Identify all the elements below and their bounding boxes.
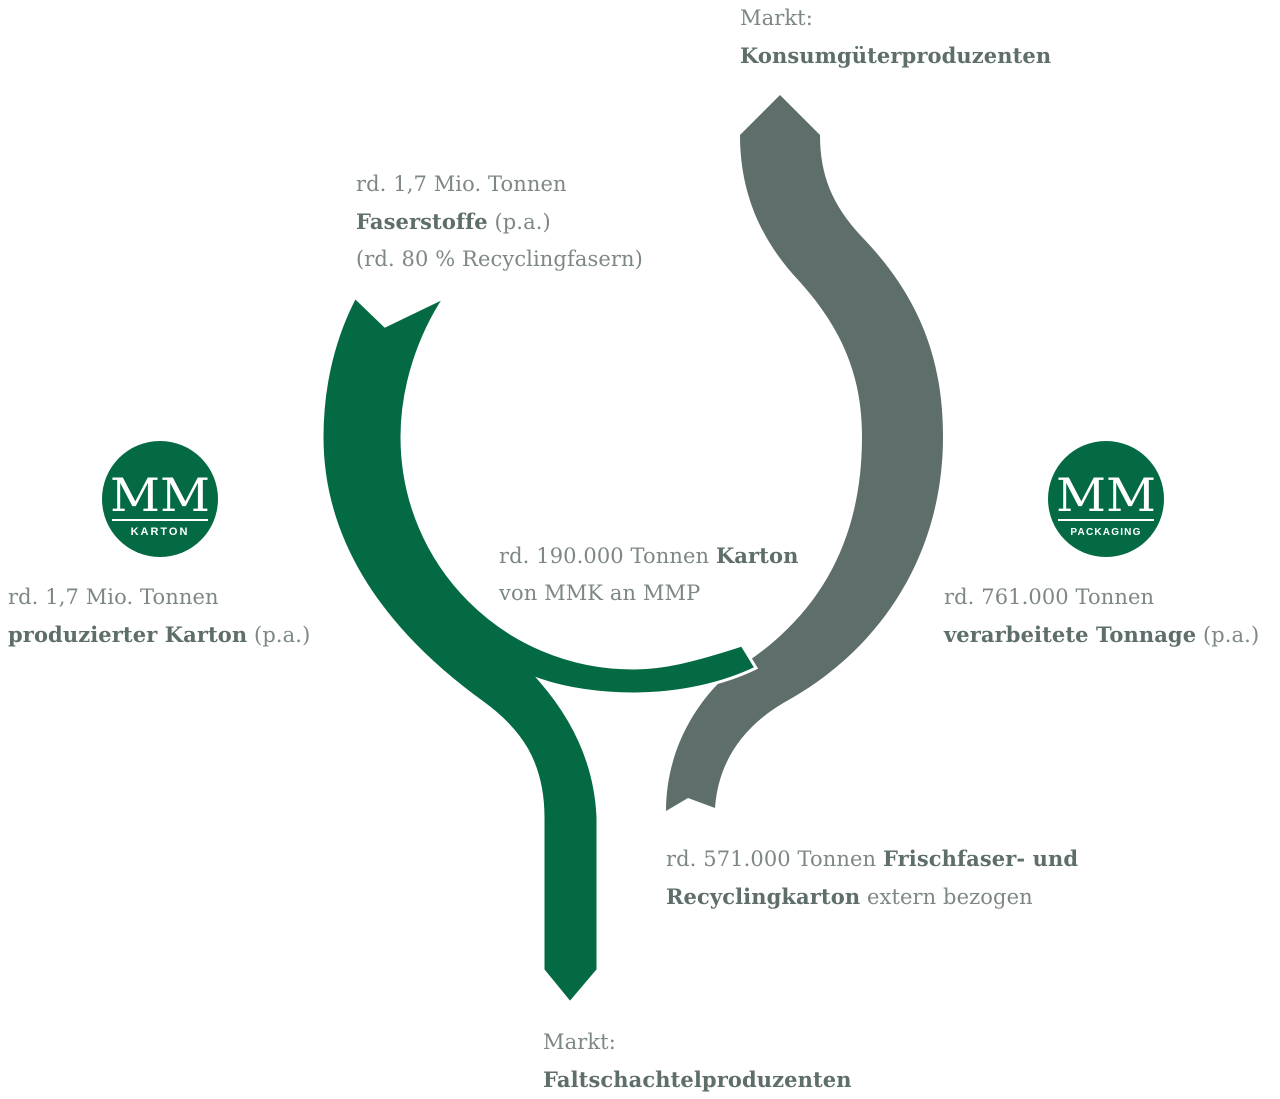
green-flow-arrow bbox=[320, 293, 759, 1006]
mmk-to-mmp-route: von MMK an MMP bbox=[499, 581, 701, 605]
fibers-amount: rd. 1,7 Mio. Tonnen bbox=[356, 172, 567, 196]
packaging-logo-circle bbox=[1048, 441, 1164, 557]
mmk-to-mmp-product: Karton bbox=[715, 543, 799, 568]
processed-label: rd. 761.000 Tonnen verarbeitete Tonnage … bbox=[944, 579, 1259, 654]
processed-title: verarbeitete Tonnage bbox=[944, 622, 1197, 647]
external-title-part1: Frischfaser- und bbox=[882, 846, 1079, 871]
karton-produced-label: rd. 1,7 Mio. Tonnen produzierter Karton … bbox=[8, 579, 310, 654]
karton-produced-title: produzierter Karton bbox=[8, 622, 248, 647]
fibers-label: rd. 1,7 Mio. Tonnen Faserstoffe (p.a.) (… bbox=[356, 166, 643, 278]
processed-period: (p.a.) bbox=[1196, 623, 1260, 647]
karton-produced-amount: rd. 1,7 Mio. Tonnen bbox=[8, 585, 219, 609]
mm-packaging-logo: MM PACKAGING bbox=[1048, 441, 1164, 557]
fibers-title: Faserstoffe bbox=[356, 209, 488, 234]
packaging-logo-rule bbox=[1058, 519, 1154, 521]
fibers-recycling-share: (rd. 80 % Recyclingfasern) bbox=[356, 247, 643, 271]
external-amount: rd. 571.000 Tonnen bbox=[666, 847, 883, 871]
processed-amount: rd. 761.000 Tonnen bbox=[944, 585, 1155, 609]
top-market-label: Markt: Konsumgüterproduzenten bbox=[740, 0, 1051, 75]
external-title-part2: Recyclingkarton bbox=[666, 884, 861, 909]
external-supply-label: rd. 571.000 Tonnen Frischfaser- und Recy… bbox=[666, 840, 1078, 916]
packaging-logo-letters: MM bbox=[1056, 468, 1156, 522]
bottom-market-line1: Markt: bbox=[543, 1030, 616, 1054]
bottom-market-label: Markt: Faltschachtelproduzenten bbox=[543, 1024, 852, 1099]
mmk-to-mmp-label: rd. 190.000 Tonnen Karton von MMK an MMP bbox=[499, 537, 798, 612]
external-source: extern bezogen bbox=[860, 885, 1033, 909]
karton-logo-letters: MM bbox=[110, 468, 210, 522]
fibers-period: (p.a.) bbox=[487, 210, 551, 234]
bottom-market-name: Faltschachtelproduzenten bbox=[543, 1067, 852, 1092]
karton-logo-sub: KARTON bbox=[131, 526, 190, 538]
mm-karton-logo: MM KARTON bbox=[102, 441, 218, 557]
top-market-name: Konsumgüterproduzenten bbox=[740, 43, 1052, 68]
gray-flow-arrow bbox=[666, 95, 943, 811]
top-market-line1: Markt: bbox=[740, 6, 813, 30]
karton-logo-circle bbox=[102, 441, 218, 557]
karton-logo-rule bbox=[112, 519, 208, 521]
mmk-to-mmp-amount: rd. 190.000 Tonnen bbox=[499, 544, 716, 568]
packaging-logo-sub: PACKAGING bbox=[1070, 527, 1141, 538]
karton-produced-period: (p.a.) bbox=[247, 623, 311, 647]
